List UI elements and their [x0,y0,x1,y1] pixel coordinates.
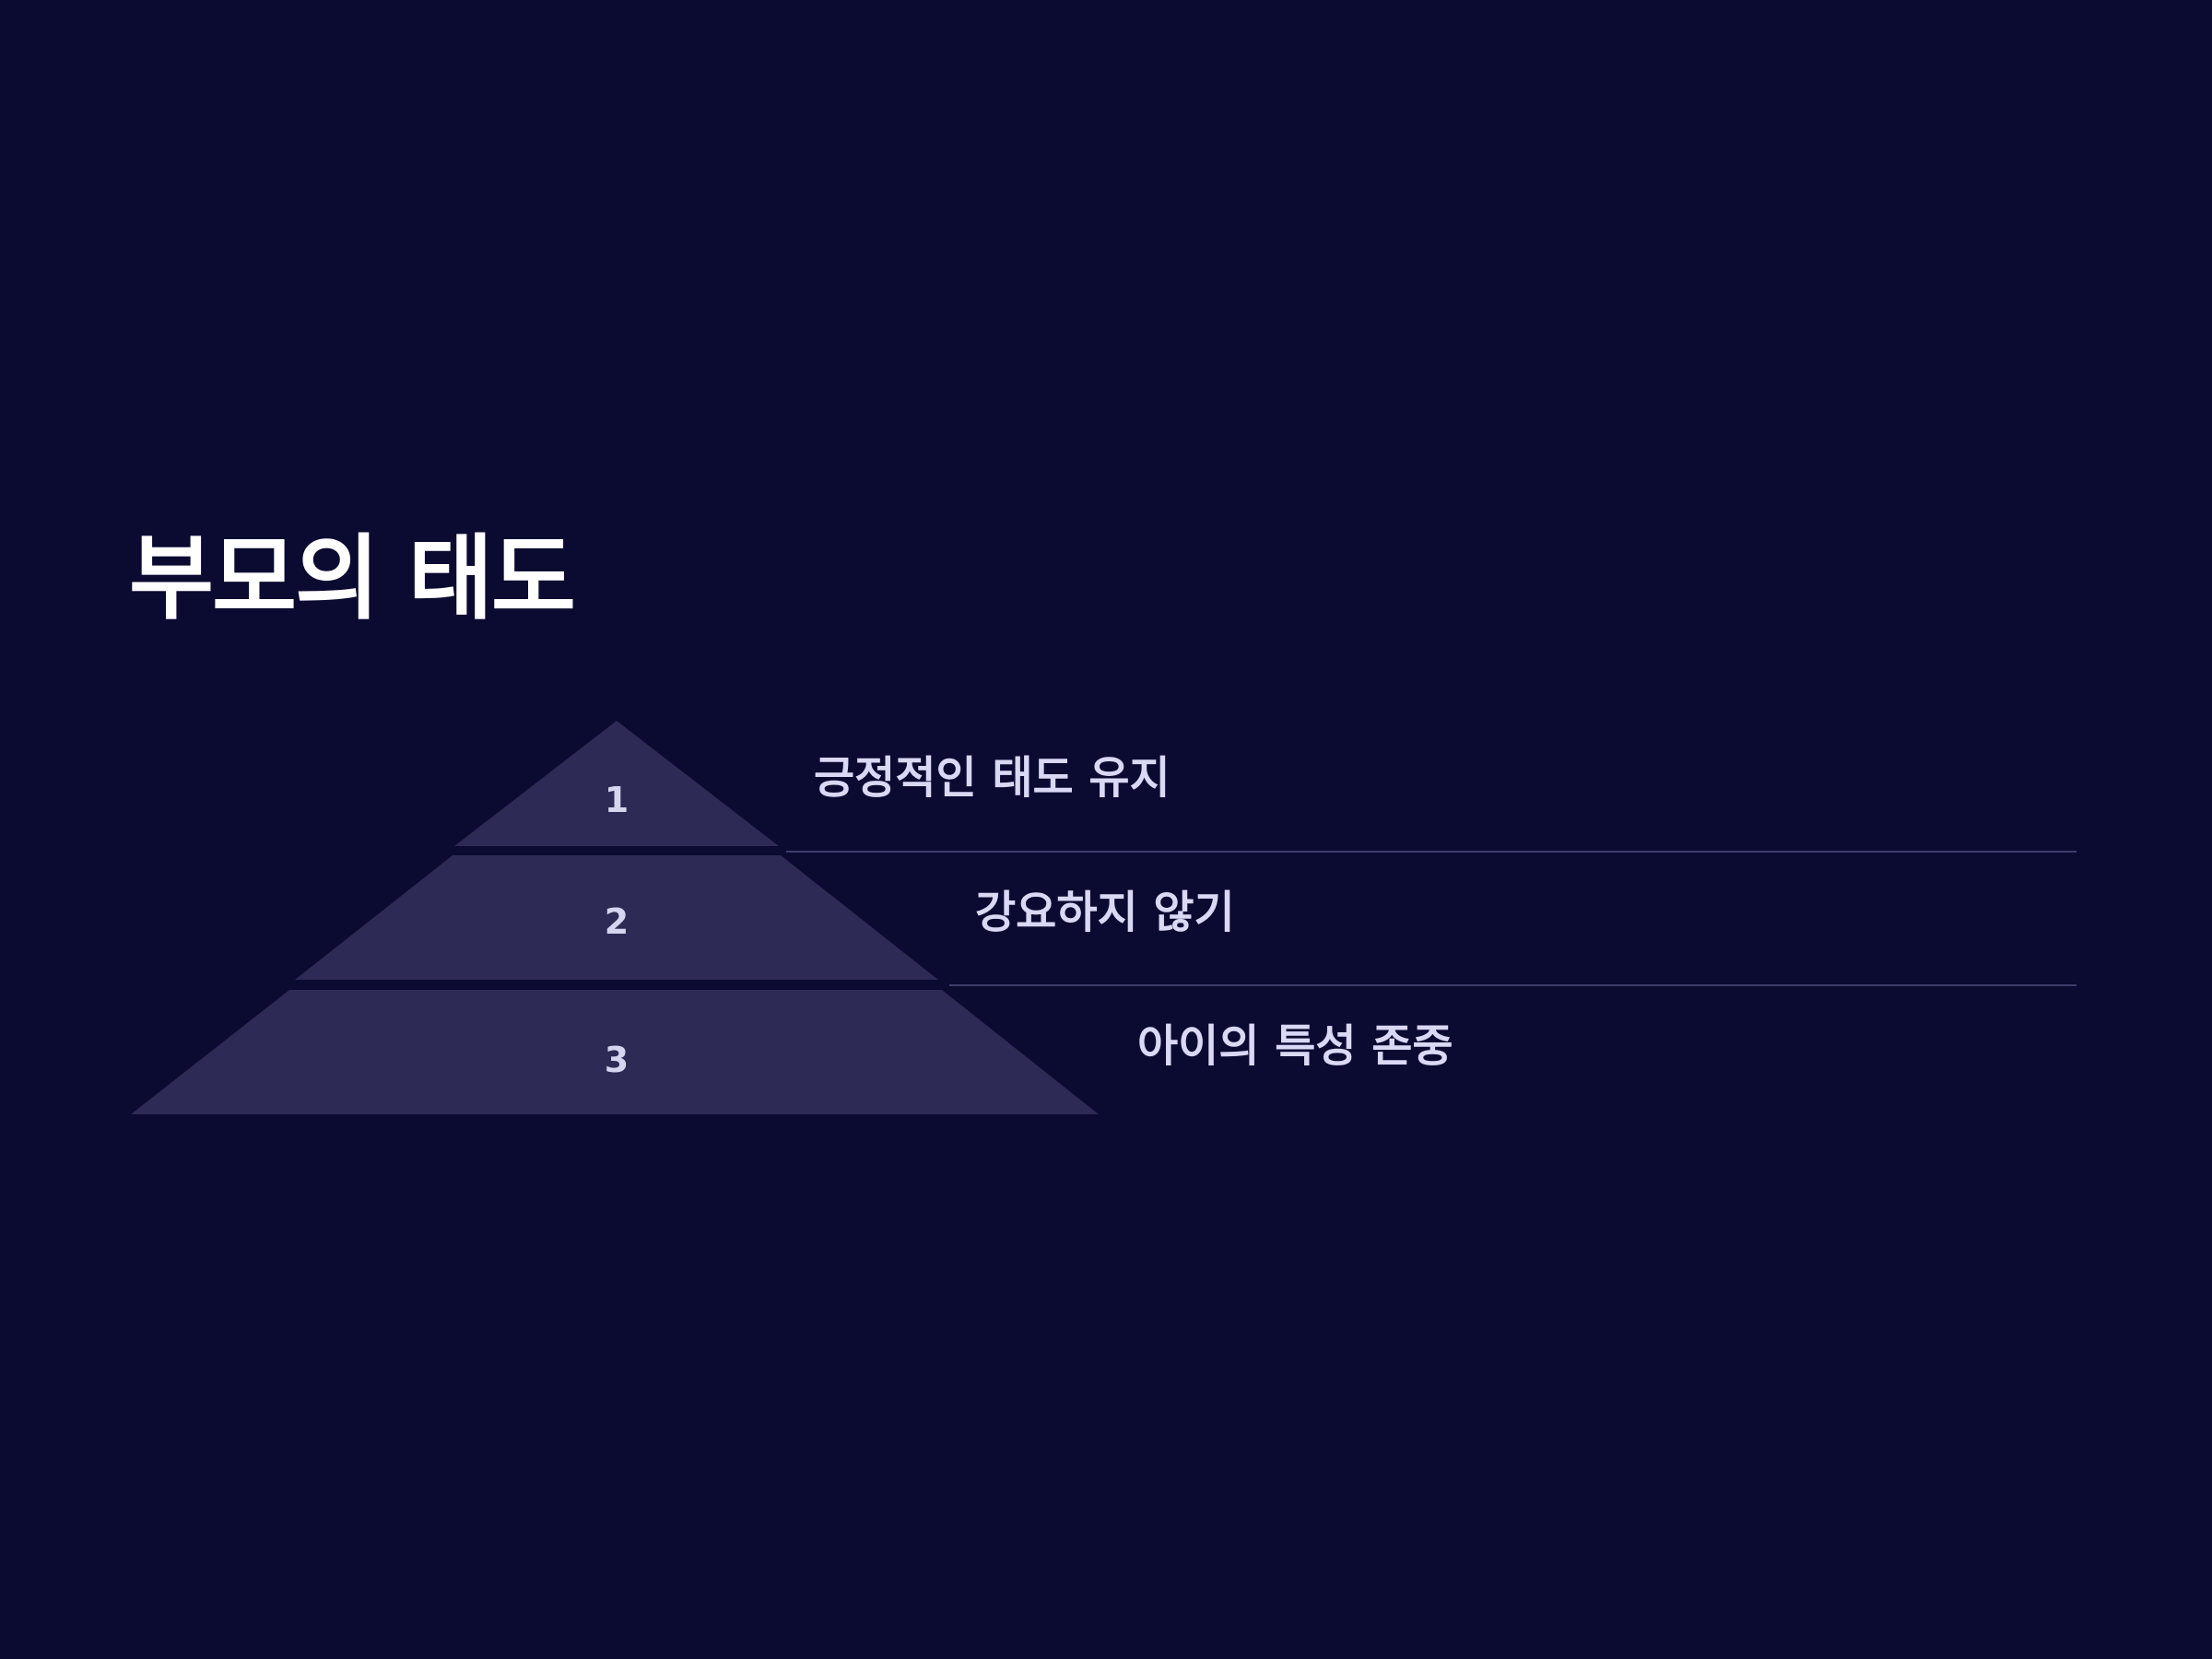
tier-label-3: 아이의 특성 존중 [1137,1020,1453,1072]
tier-number-1: 1 [605,780,629,820]
tier-number-2: 2 [605,901,629,942]
slide-title: 부모의 태도 [129,524,576,632]
pyramid-tier-2 [295,855,938,980]
tier-label-2: 강요하지 않기 [975,887,1235,938]
tier-number-3: 3 [605,1040,629,1080]
divider-1 [786,851,2077,853]
pyramid-tier-1 [454,721,779,846]
pyramid-tier-3 [131,990,1099,1114]
divider-2 [949,984,2077,986]
tier-label-1: 긍정적인 태도 유지 [814,752,1171,804]
